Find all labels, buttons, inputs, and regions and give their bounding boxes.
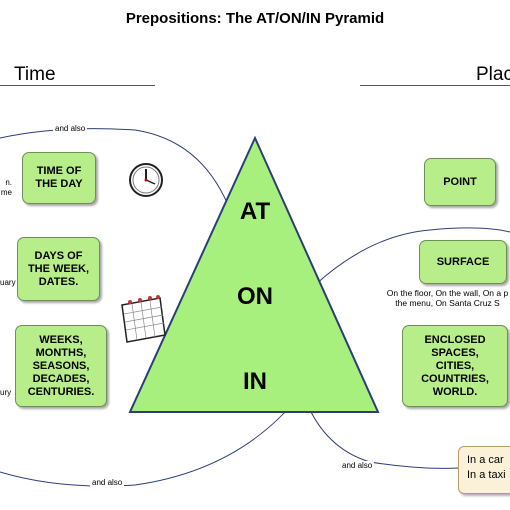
time-box-weeks-centuries: WEEKS, MONTHS, SEASONS, DECADES, CENTURI… (15, 325, 107, 407)
days-example-snippet: uary (0, 278, 16, 287)
place-box-surface: SURFACE (419, 240, 507, 284)
weeks-example-snippet: ury (0, 388, 12, 397)
place-box-point: POINT (424, 158, 496, 206)
connector-label-bottom-right: and also (340, 461, 375, 471)
time-box-days-dates: DAYS OF THE WEEK, DATES. (17, 237, 100, 301)
vehicle-note: In a car In a taxi (458, 446, 510, 494)
pyramid-triangle (128, 135, 380, 413)
place-box-enclosed-spaces: ENCLOSED SPACES, CITIES, COUNTRIES, WORL… (402, 325, 508, 407)
section-time-underline (0, 85, 155, 86)
clock-icon (129, 163, 163, 197)
surface-examples-text: On the floor, On the wall, On a p the me… (386, 288, 509, 308)
diagram-title: Prepositions: The AT/ON/IN Pyramid (125, 10, 385, 27)
time-of-day-example-snippet: n. me (0, 178, 12, 197)
connector-bottom-left (0, 394, 301, 487)
pyramid-at-label: AT (239, 198, 271, 225)
calendar-icon (121, 295, 166, 343)
connector-label-bottom-left: and also (90, 478, 125, 488)
connector-top-left (0, 128, 229, 206)
pyramid-on-label: ON (237, 283, 273, 310)
pyramid-in-label: IN (243, 368, 267, 395)
connector-label-top: and also (53, 124, 88, 134)
time-box-time-of-day: TIME OF THE DAY (22, 152, 96, 204)
section-place-underline (360, 85, 510, 86)
section-time-label: Time (14, 64, 56, 85)
connector-right-surface (314, 227, 510, 286)
section-place-label: Plac (476, 64, 510, 85)
connector-bottom-right (309, 409, 461, 469)
